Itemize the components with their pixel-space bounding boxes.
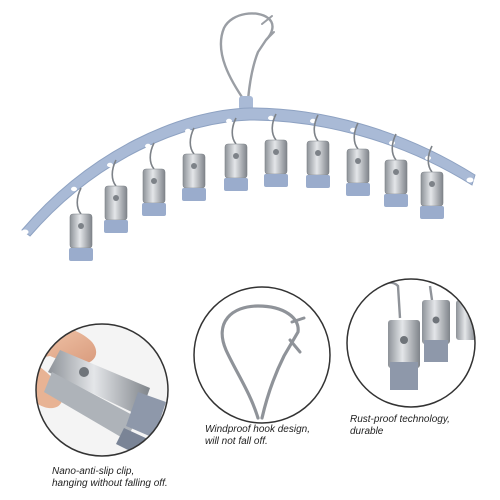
caption-rust-proof: Rust-proof technology, durable [350,414,450,438]
hanger-bar [21,107,476,237]
detail-circle-anti-slip [35,323,169,457]
clothes-clip [346,122,370,196]
clip-jaw-bottom [44,372,138,440]
detail-circle-rust-proof [346,278,476,408]
caption-anti-slip-line2: hanging without falling off. [52,478,168,489]
clothes-clip [384,133,408,207]
caption-anti-slip-line1: Nano-anti-slip clip, [52,466,135,477]
clothes-clip [264,113,288,187]
hook-wire-closeup [220,304,300,420]
caption-rust-proof-line2: durable [350,426,384,437]
caption-rust-proof-line1: Rust-proof technology, [350,414,450,425]
clothes-clip [69,187,93,261]
clip-grip [126,392,166,438]
clothes-clip [142,142,166,216]
clothes-clip [306,114,330,188]
caption-windproof-hook-line2: will not fall off. [205,436,268,447]
detail-circle-hook [193,286,331,424]
clip-jaw-top [48,350,150,416]
clip-row [69,113,444,261]
clothes-clip [104,159,128,233]
clothes-clip [182,127,206,201]
clothes-clip [224,117,248,191]
caption-windproof-hook: Windproof hook design, will not fall off… [205,424,310,448]
hook-base [239,96,253,110]
hanger-hook [219,12,274,105]
caption-anti-slip: Nano-anti-slip clip, hanging without fal… [52,466,168,490]
caption-windproof-hook-line1: Windproof hook design, [205,424,310,435]
clothes-clip [420,145,444,219]
